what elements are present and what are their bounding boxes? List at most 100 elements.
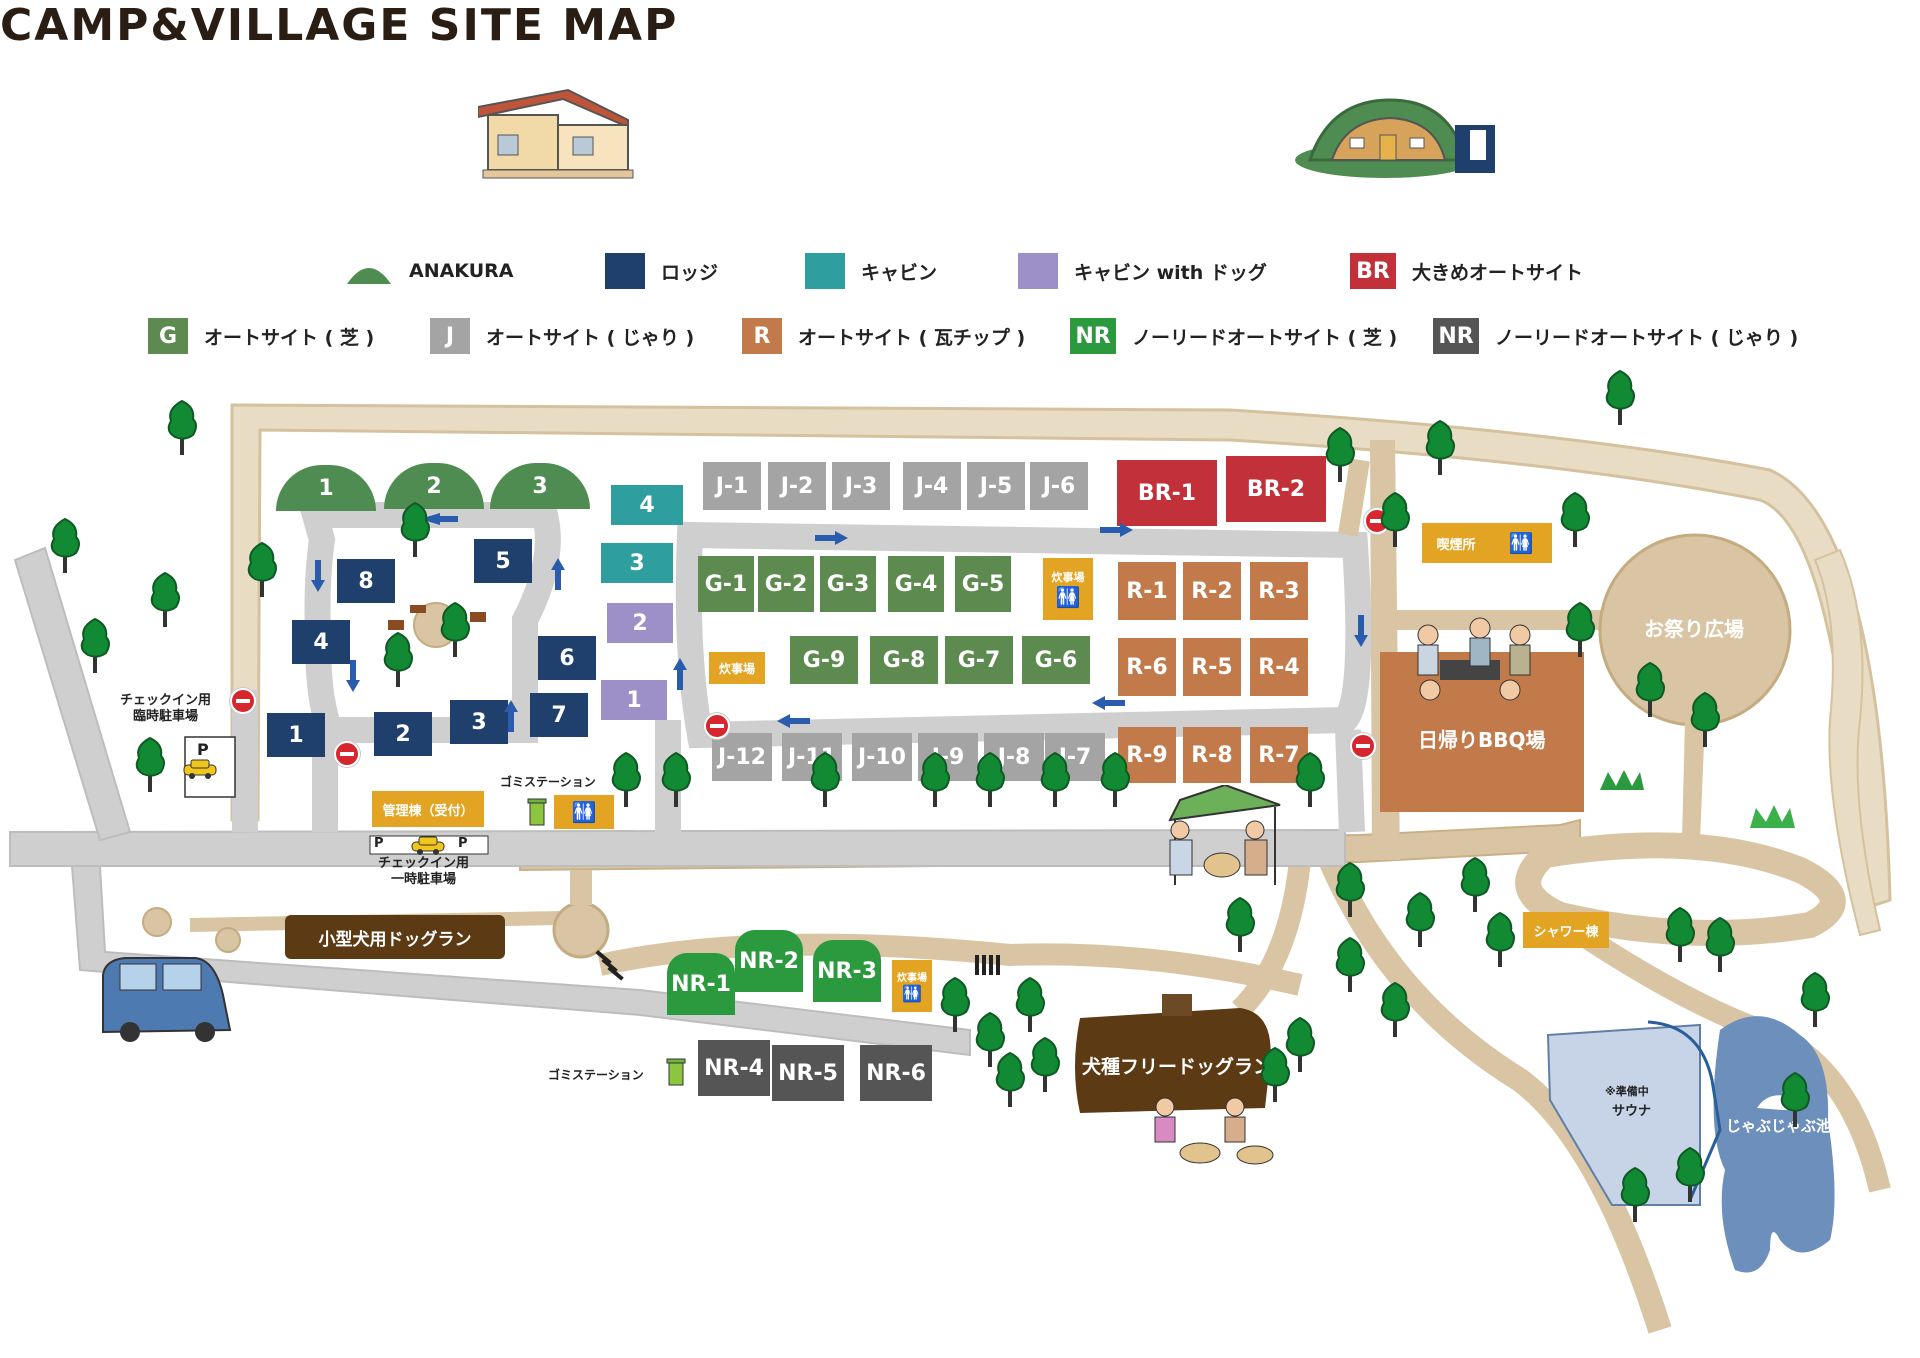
lodge-site[interactable]: 4 [292, 620, 350, 664]
badge-icon: J [430, 318, 470, 354]
kitchen-2[interactable]: 炊事場 [709, 652, 765, 684]
tile-auto-site[interactable]: R-6 [1118, 638, 1176, 696]
map-title: CAMP&VILLAGE SITE MAP [0, 0, 679, 51]
gravel-auto-site[interactable]: J-1 [703, 462, 761, 510]
badge-icon: NR [1070, 318, 1116, 354]
nr-gravel-site[interactable]: NR-6 [860, 1045, 932, 1101]
nr-gravel-site[interactable]: NR-5 [772, 1045, 844, 1101]
tile-auto-site[interactable]: R-3 [1250, 562, 1308, 620]
tree-icon [383, 631, 413, 687]
gravel-auto-site[interactable]: J-12 [712, 733, 772, 781]
grass-auto-site[interactable]: G-6 [1022, 636, 1090, 684]
gravel-auto-site[interactable]: J-5 [967, 462, 1025, 510]
grass-auto-site[interactable]: G-7 [945, 636, 1013, 684]
tree-icon [1295, 751, 1325, 807]
restroom-icon: 🚻 [902, 984, 922, 1003]
nr-grass-site[interactable]: NR-1 [667, 953, 735, 1015]
nr-grass-site[interactable]: NR-2 [735, 930, 803, 992]
tile-auto-site[interactable]: R-2 [1183, 562, 1241, 620]
lodge-site[interactable]: 2 [374, 712, 432, 756]
badge-icon: G [148, 318, 188, 354]
tree-icon [1620, 1166, 1650, 1222]
gravel-auto-site[interactable]: J-10 [852, 733, 912, 781]
lodge-site[interactable]: 8 [337, 559, 395, 603]
big-auto-site[interactable]: BR-2 [1226, 456, 1326, 522]
badge-icon: R [742, 318, 782, 354]
grass-auto-site[interactable]: G-1 [698, 556, 754, 612]
tree-icon [1015, 976, 1045, 1032]
tree-icon [1485, 911, 1515, 967]
restroom-1[interactable]: 🚻 [554, 795, 614, 829]
small-dog-run[interactable]: 小型犬用ドッグラン [285, 915, 505, 959]
grass-auto-site[interactable]: G-5 [955, 556, 1011, 612]
tile-auto-site[interactable]: R-8 [1183, 727, 1241, 783]
kitchen-restroom-1[interactable]: 炊事場 🚻 [1043, 558, 1093, 620]
office-building[interactable]: 管理棟（受付） [372, 791, 484, 827]
pond-label[interactable]: じゃぶじゃぶ池 [1726, 1117, 1832, 1135]
free-dogrun-shape [1075, 994, 1271, 1113]
tree-icon [1100, 751, 1130, 807]
people-with-dogs-illustration-icon [1154, 1097, 1274, 1165]
kitchen-label-1: 炊事場 [1051, 571, 1085, 584]
gravel-auto-site[interactable]: J-6 [1030, 462, 1088, 510]
bbq-people-illustration-icon [1417, 617, 1531, 701]
cabin-dog-site[interactable]: 2 [607, 603, 673, 643]
tree-icon [1565, 601, 1595, 657]
gravel-auto-site[interactable]: J-4 [903, 462, 961, 510]
square-icon [1018, 253, 1058, 289]
gravel-auto-site[interactable]: J-2 [768, 462, 826, 510]
small-dogrun-label: 小型犬用ドッグラン [318, 929, 472, 950]
tree-icon [1425, 419, 1455, 475]
free-dogrun-label[interactable]: 犬種フリードッグラン [1082, 1056, 1273, 1078]
shower-building[interactable]: シャワー棟 [1523, 912, 1609, 948]
festival-plaza-label: お祭り広場 [1644, 617, 1744, 641]
smoking-label: 喫煙所 [1436, 537, 1476, 553]
kitchen-restroom-3[interactable]: 炊事場 🚻 [892, 960, 932, 1012]
tree-icon [1335, 861, 1365, 917]
tile-auto-site[interactable]: R-4 [1250, 638, 1308, 696]
legend-item: キャビン with ドッグ [1018, 253, 1267, 289]
grass-auto-site[interactable]: G-2 [758, 556, 814, 612]
no-entry-sign [1350, 733, 1376, 759]
no-entry-sign [230, 688, 256, 714]
lodge-site[interactable]: 5 [474, 539, 532, 583]
grass-auto-site[interactable]: G-8 [870, 636, 938, 684]
badge-icon: BR [1350, 253, 1396, 289]
restroom-2[interactable]: 🚻 [1490, 523, 1552, 563]
tree-icon [1665, 906, 1695, 962]
lodge-site[interactable]: 1 [267, 713, 325, 757]
nr-gravel-site[interactable]: NR-4 [698, 1040, 770, 1096]
garbage-station-label-1: ゴミステーション [500, 775, 596, 789]
legend-label: キャビン [861, 261, 938, 284]
lodge-site[interactable]: 6 [538, 636, 596, 680]
cabin-site[interactable]: 4 [611, 485, 683, 525]
tree-icon [167, 399, 197, 455]
nr-grass-site[interactable]: NR-3 [813, 940, 881, 1002]
tree-icon [920, 751, 950, 807]
tent-scene-illustration-icon [1168, 785, 1281, 885]
tree-icon [1260, 1046, 1290, 1102]
tile-auto-site[interactable]: R-1 [1118, 562, 1176, 620]
cabin-dog-site[interactable]: 1 [601, 680, 667, 720]
tree-icon [50, 517, 80, 573]
grass-auto-site[interactable]: G-3 [820, 556, 876, 612]
big-auto-site[interactable]: BR-1 [1117, 460, 1217, 526]
kitchen-label-3: 炊事場 [897, 973, 927, 984]
lodge-site[interactable]: 7 [530, 693, 588, 737]
tile-auto-site[interactable]: R-5 [1183, 638, 1241, 696]
shower-label: シャワー棟 [1533, 924, 1599, 940]
anakura-illustration-icon [1295, 98, 1495, 178]
sauna-label[interactable]: サウナ [1612, 1104, 1652, 1119]
tree-icon [1675, 1146, 1705, 1202]
tree-icon [1780, 1071, 1810, 1127]
grass-auto-site[interactable]: G-4 [888, 556, 944, 612]
lodge-site[interactable]: 3 [450, 700, 508, 744]
tree-icon [80, 617, 110, 673]
cabin-site[interactable]: 3 [601, 543, 673, 583]
gravel-auto-site[interactable]: J-3 [832, 462, 890, 510]
smoking-area[interactable]: 喫煙所 [1422, 523, 1490, 563]
grass-auto-site[interactable]: G-9 [790, 636, 858, 684]
tree-icon [1030, 1036, 1060, 1092]
